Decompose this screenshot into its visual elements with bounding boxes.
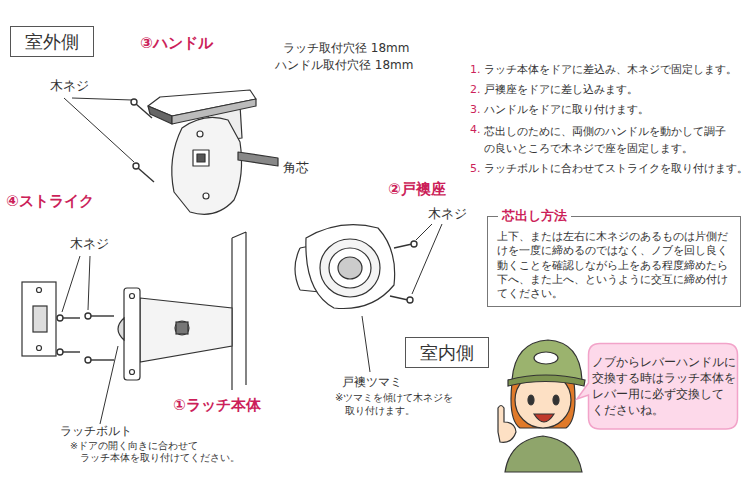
wood-screw bbox=[85, 313, 91, 319]
wood-screw bbox=[57, 349, 63, 355]
part-name: 木ネジ bbox=[428, 206, 467, 222]
wood-screw bbox=[407, 297, 413, 303]
step-text: 戸襖座をドアに差し込みます。 bbox=[484, 83, 638, 97]
step-text: 芯出しのために、両側のハンドルを動かして調子の良いところで木ネジで座を固定します… bbox=[484, 123, 732, 157]
guide-girl bbox=[534, 352, 558, 364]
wood-screw bbox=[62, 317, 80, 318]
part-name: 戸襖ツマミ bbox=[342, 375, 402, 391]
guide-girl bbox=[534, 414, 554, 422]
box-label: 室内側 bbox=[420, 341, 474, 364]
panel-heading: 芯出し方法 bbox=[498, 208, 571, 224]
wood-screw bbox=[390, 296, 408, 300]
wood-screw bbox=[90, 315, 114, 316]
lever-handle bbox=[197, 154, 205, 162]
box-label: 室外側 bbox=[25, 30, 79, 53]
escutcheon bbox=[338, 257, 362, 279]
guide-girl bbox=[498, 406, 516, 443]
side-label-box: 室外側 bbox=[10, 26, 94, 57]
dimension: ラッチ取付穴径 18mm bbox=[283, 41, 409, 57]
guide-girl bbox=[512, 340, 582, 380]
wood-screw bbox=[133, 163, 139, 169]
lever-handle bbox=[148, 90, 278, 214]
guide-girl bbox=[528, 395, 534, 405]
latch-body bbox=[175, 321, 189, 335]
wood-screw bbox=[138, 168, 154, 182]
part-name: 角芯 bbox=[283, 160, 309, 176]
strike-plate bbox=[22, 282, 56, 356]
latch-body bbox=[130, 370, 135, 375]
lever-handle bbox=[148, 106, 172, 124]
strike-plate bbox=[37, 288, 42, 293]
guide-girl bbox=[505, 436, 582, 472]
guide-girl bbox=[508, 375, 585, 386]
wood-screw bbox=[136, 104, 152, 118]
wood-screw bbox=[90, 359, 114, 360]
latch-body bbox=[124, 288, 140, 380]
leader-line bbox=[416, 224, 432, 240]
lever-handle bbox=[197, 131, 203, 137]
note: ※ドアの開く向きに合わせて ラッチ本体を取り付けてください。 bbox=[70, 440, 252, 465]
escutcheon bbox=[320, 239, 380, 297]
latch-body bbox=[232, 232, 246, 390]
escutcheon bbox=[306, 225, 395, 309]
strike-plate bbox=[22, 282, 56, 356]
lever-handle bbox=[238, 152, 278, 166]
leader-line bbox=[62, 256, 80, 312]
latch-body bbox=[118, 318, 124, 340]
speech-bubble: ノブからレバーハンドルに 交換する時はラッチ本体を レバー用に必ず交換して くだ… bbox=[588, 343, 738, 429]
latch-body bbox=[176, 322, 188, 334]
leader-line bbox=[362, 316, 370, 372]
callout-name: ③ハンドル bbox=[140, 34, 213, 54]
callout-name: ②戸襖座 bbox=[388, 180, 446, 200]
part-name: ラッチボルト bbox=[60, 424, 132, 440]
lever-handle bbox=[172, 99, 256, 124]
note: ※ツマミを傾けて木ネジを 取り付けます。 bbox=[335, 391, 485, 417]
wood-screw bbox=[394, 244, 412, 248]
leader-line bbox=[64, 98, 134, 162]
method-note-panel: 芯出し方法上下、または左右に木ネジのあるものは片側だけを一度に締めるのではなく、… bbox=[487, 216, 741, 307]
guide-girl bbox=[498, 340, 585, 472]
strike-plate bbox=[37, 346, 42, 351]
dimension: ハンドル取付穴径 18mm bbox=[275, 58, 413, 74]
part-name: 木ネジ bbox=[70, 236, 109, 252]
escutcheon bbox=[329, 248, 371, 288]
step-number: 5. bbox=[470, 162, 481, 176]
strike-plate bbox=[33, 306, 47, 332]
step-number: 3. bbox=[470, 103, 481, 117]
callout-name: ①ラッチ本体 bbox=[173, 396, 261, 416]
latch-body bbox=[118, 232, 246, 390]
step-text: ハンドルをドアに取り付けます。 bbox=[484, 103, 649, 117]
step-text: ラッチボルトに合わせてストライクを取り付けます。 bbox=[484, 162, 748, 176]
lever-handle bbox=[193, 150, 209, 166]
guide-girl bbox=[553, 395, 559, 405]
bubble-shape bbox=[577, 344, 738, 429]
wood-screw bbox=[411, 241, 417, 247]
panel-body: 上下、または左右に木ネジのあるものは片側だけを一度に締めるのではなく、ノブを回し… bbox=[497, 229, 731, 300]
callout-name: ④ストライク bbox=[6, 192, 94, 212]
bubble-text: ノブからレバーハンドルに 交換する時はラッチ本体を レバー用に必ず交換して くだ… bbox=[592, 354, 734, 418]
wood-screw bbox=[62, 351, 80, 352]
part-name: 木ネジ bbox=[50, 78, 89, 94]
step-number: 1. bbox=[470, 63, 481, 77]
leader-line bbox=[412, 224, 442, 294]
step-text: ラッチ本体をドアに差込み、木ネジで固定します。 bbox=[484, 63, 737, 77]
escutcheon bbox=[295, 225, 395, 309]
step-number: 2. bbox=[470, 83, 481, 97]
wood-screw bbox=[85, 357, 91, 363]
lever-handle bbox=[203, 193, 209, 199]
leader-line bbox=[100, 346, 118, 424]
leader-line bbox=[88, 256, 90, 310]
lever-handle bbox=[172, 117, 242, 214]
latch-body bbox=[130, 294, 135, 299]
side-label-box: 室内側 bbox=[405, 337, 489, 368]
leader-line bbox=[62, 98, 442, 424]
step-number: 4. bbox=[470, 123, 481, 137]
leader-line bbox=[72, 98, 132, 100]
latch-body bbox=[140, 298, 232, 362]
wood-screw bbox=[57, 315, 63, 321]
